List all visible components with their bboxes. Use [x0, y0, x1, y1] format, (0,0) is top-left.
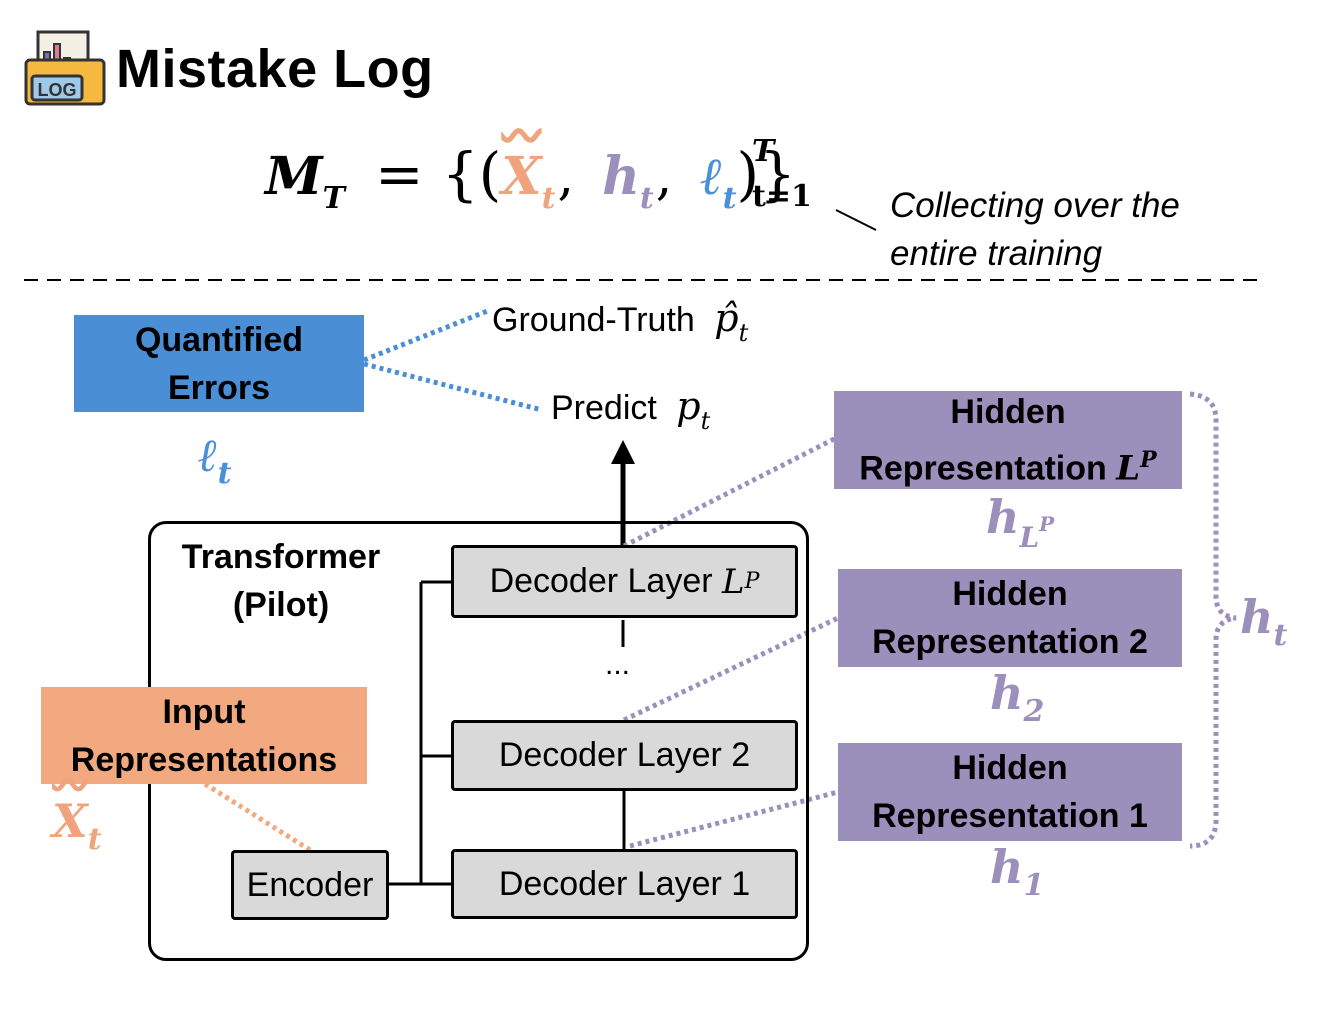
eq-x-sub: t	[541, 181, 556, 216]
hidden-top-h-subsup: P	[1039, 512, 1055, 536]
decoder-layer-top-sup: P	[744, 569, 760, 594]
hidden-top-line-1: Hidden	[950, 392, 1066, 431]
eq-close-brace: )}	[736, 140, 797, 208]
decoder-layer-top-sym: L	[722, 561, 745, 602]
input-line-2: Representations	[70, 740, 338, 779]
hidden-top-symbol: hLP	[986, 490, 1055, 554]
hidden-mid-line-2: Representation 2	[872, 623, 1148, 661]
eq-equals: =	[375, 140, 424, 208]
predict-text: Predict	[551, 389, 657, 427]
input-symbol-main: X	[52, 794, 88, 848]
svg-text:LOG: LOG	[38, 80, 77, 100]
input-symbol-sub: t	[87, 822, 102, 857]
eq-l: ℓ	[700, 146, 723, 207]
hidden-2-symbol: h2	[990, 666, 1044, 729]
errors-symbol-sub: t	[217, 456, 232, 491]
predict-connector	[363, 361, 543, 413]
errors-symbol-main: ℓ	[198, 428, 218, 482]
hidden-top-line-2: Representation LP	[859, 436, 1156, 492]
eq-lhs: M	[265, 146, 323, 207]
note-line-1: Collecting over the	[890, 186, 1180, 225]
quantified-errors-box: Quantified Errors	[74, 315, 364, 412]
hidden-top-sym: L	[1116, 448, 1141, 489]
ground-truth-label: Ground-Truth p̂t	[492, 296, 748, 347]
hidden-mid-line-1: Hidden	[952, 575, 1068, 613]
hidden-bot-h: h	[990, 840, 1024, 894]
input-line-1: Input	[162, 692, 246, 731]
note-pointer-line	[835, 209, 877, 231]
input-symbol: Xt	[52, 794, 102, 857]
pilot-line-1: Transformer	[181, 538, 381, 576]
hidden-top-line-2-text: Representation	[859, 449, 1117, 488]
eq-x: X	[501, 146, 542, 207]
hidden-bot-connector	[629, 789, 839, 849]
eq-h: h	[602, 146, 640, 207]
predict-symbol: p	[676, 384, 701, 428]
hidden-group-symbol: ht	[1240, 590, 1287, 653]
eq-lhs-sub: T	[322, 181, 345, 216]
eq-limits: T t=1	[752, 134, 832, 214]
decoder-layer-1: Decoder Layer 1	[451, 849, 798, 919]
errors-line-2: Errors	[167, 368, 271, 407]
predict-label: Predict pt	[551, 384, 710, 435]
output-arrow-head	[611, 440, 635, 464]
encoder-block: Encoder	[231, 850, 389, 920]
hidden-1-symbol: h1	[990, 840, 1044, 903]
hidden-bot-line-1: Hidden	[952, 749, 1068, 787]
eq-l-sub: t	[722, 181, 737, 216]
ground-truth-text: Ground-Truth	[492, 301, 695, 339]
hidden-top-sup: P	[1140, 446, 1157, 473]
eq-upper-limit: T	[752, 134, 775, 169]
hidden-group-h: h	[1240, 590, 1274, 644]
predict-sub: t	[700, 407, 711, 435]
hidden-representation-2-box: Hidden Representation 2	[838, 569, 1182, 667]
collection-note: Collecting over the entire training	[890, 182, 1180, 278]
errors-symbol: ℓt	[198, 428, 232, 491]
pilot-line-2: (Pilot)	[232, 586, 330, 624]
decoder-layer-2: Decoder Layer 2	[451, 720, 798, 791]
ground-truth-connector	[363, 307, 491, 363]
hidden-group-bracket	[1189, 391, 1237, 849]
hidden-top-h: h	[986, 490, 1020, 544]
eq-open-brace: {(	[441, 140, 502, 208]
eq-h-sub: t	[639, 181, 654, 216]
note-line-2: entire training	[890, 234, 1103, 273]
ground-truth-symbol: p̂	[714, 296, 739, 340]
page-title: Mistake Log	[116, 39, 434, 99]
errors-line-1: Quantified	[134, 320, 304, 359]
transformer-pilot-label: Transformer (Pilot)	[168, 533, 394, 629]
input-representations-box: Input Representations	[41, 687, 367, 784]
eq-lower-limit: t=1	[752, 179, 812, 214]
hidden-representation-top-box: Hidden Representation LP	[834, 391, 1182, 489]
ground-truth-sub: t	[738, 319, 749, 347]
hidden-bot-h-sub: 1	[1023, 868, 1045, 903]
mistake-log-equation: MT = {(Xt, ht, ℓt)}	[265, 140, 797, 216]
decoder-ellipsis: ...	[605, 648, 631, 681]
hidden-mid-h: h	[990, 666, 1024, 720]
hidden-representation-1-box: Hidden Representation 1	[838, 743, 1182, 841]
hidden-mid-h-sub: 2	[1023, 694, 1045, 729]
decoder-layer-top-label: Decoder Layer	[489, 562, 723, 600]
log-folder-icon: LOG	[24, 30, 106, 106]
hidden-bot-line-2: Representation 1	[872, 797, 1148, 835]
hidden-group-h-sub: t	[1273, 618, 1288, 653]
hidden-top-h-sub: L	[1019, 521, 1040, 554]
